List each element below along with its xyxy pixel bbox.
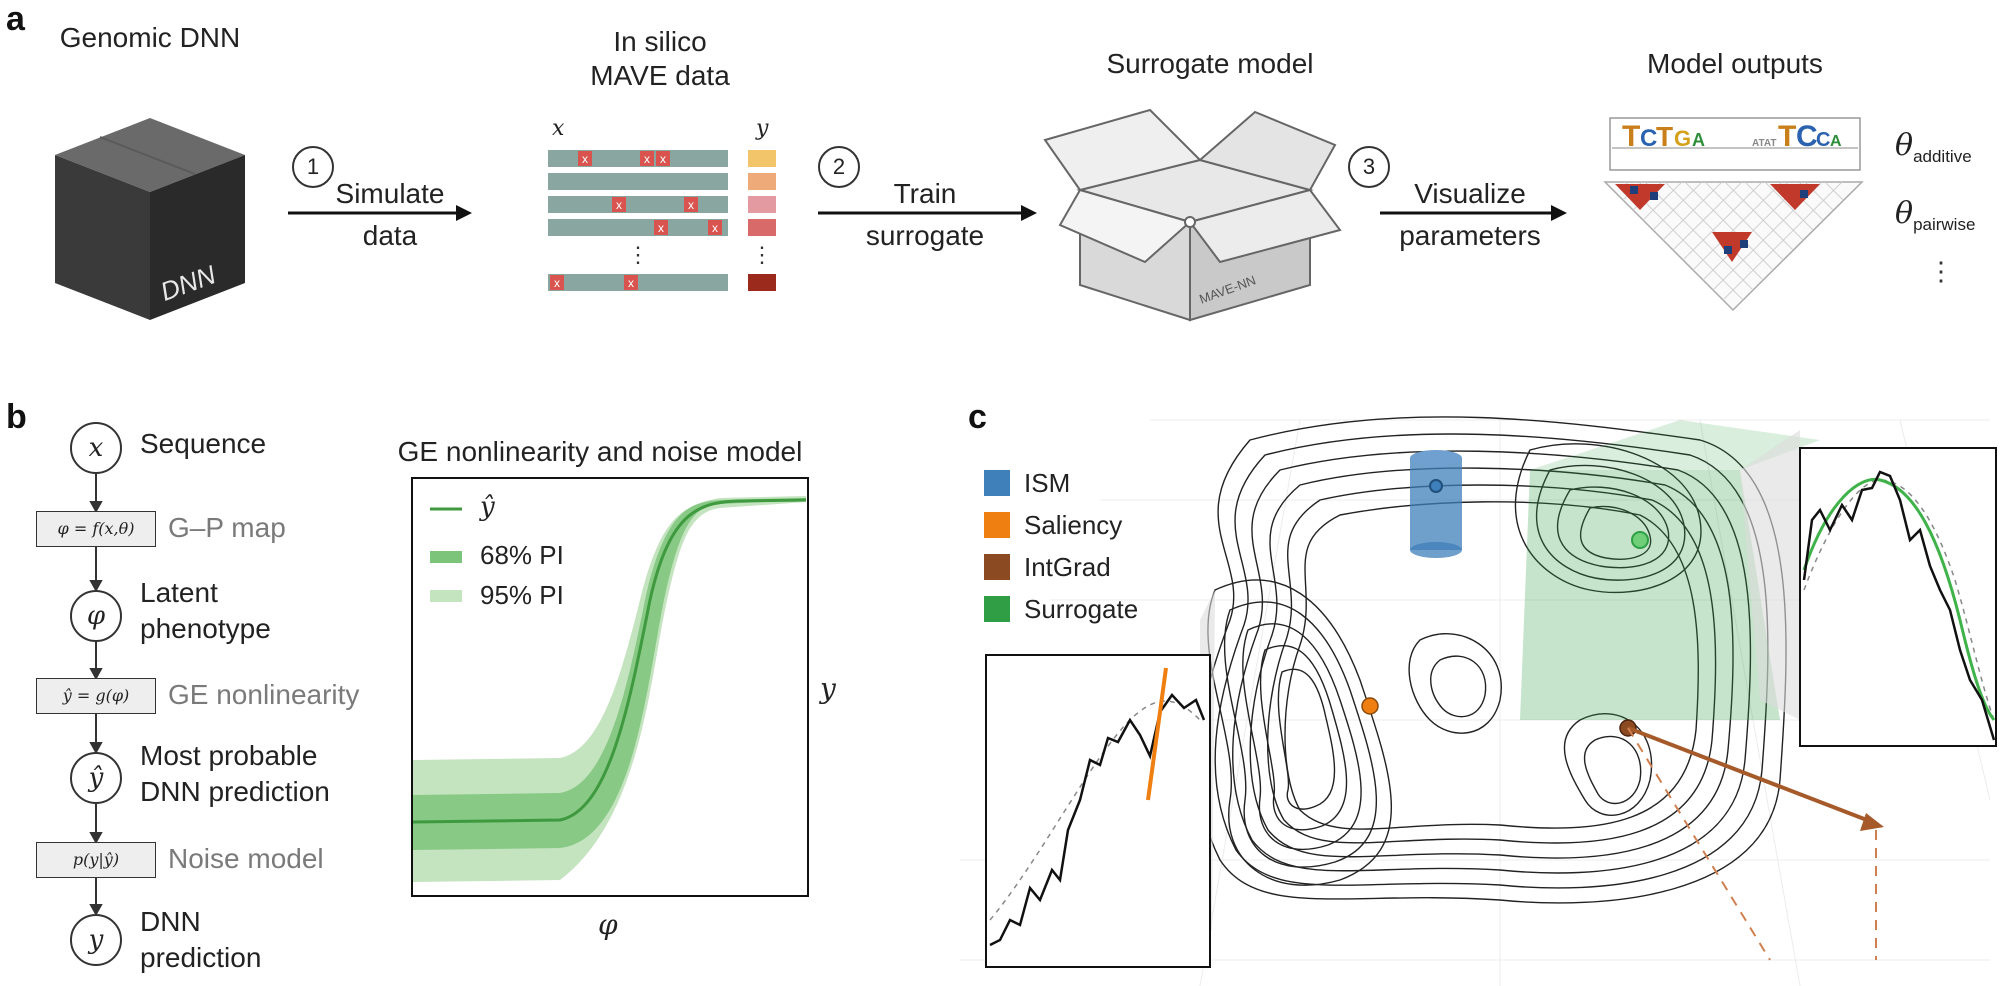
sequence-logo: T C T G A ATAT T C C A (1609, 117, 1861, 171)
flow-box-gp-map: φ = f(x,θ) (36, 511, 156, 547)
ge-xlabel: φ (598, 908, 618, 941)
step-2-line1: Train (893, 178, 957, 209)
flow-node-y: y (70, 914, 122, 966)
legend-68-label: 68% PI (480, 540, 564, 570)
flow-label-probable-1: Most probable (140, 740, 318, 771)
step-1-line1: Simulate (335, 178, 445, 209)
svg-text:x: x (582, 152, 588, 166)
flow-label-latent-1: Latent (140, 577, 218, 608)
arrow-simulate (288, 205, 472, 221)
svg-text:⋮: ⋮ (1928, 256, 1954, 286)
legend-95-swatch (430, 590, 462, 602)
step-1-badge: 1 (292, 146, 334, 188)
svg-text:C: C (1816, 129, 1830, 151)
legend-saliency-swatch (984, 512, 1010, 538)
outputs-title: Model outputs (1647, 48, 1823, 79)
ge-ylabel: y (820, 672, 836, 705)
flow-label-dnn-1: DNN (140, 906, 201, 937)
legend-intgrad-swatch (984, 554, 1010, 580)
ge-chart-title: GE nonlinearity and noise model (397, 436, 803, 467)
mave-title-line2: MAVE data (590, 60, 730, 91)
legend-saliency-label: Saliency (1024, 510, 1123, 540)
mave-x-label: x (552, 116, 565, 141)
intgrad-arrow (1619, 719, 1884, 961)
svg-text:C: C (1796, 120, 1818, 153)
flow-box-ge-nonlinearity: ŷ = g(φ) (36, 678, 156, 714)
mave-title-line1: In silico (613, 26, 707, 57)
flow-label-dnn-2: prediction (140, 942, 262, 973)
panel-c-letter: c (968, 398, 987, 436)
saliency-point (1361, 697, 1379, 715)
flow-label-latent-2: phenotype (140, 613, 271, 644)
legend-surrogate-label: Surrogate (1024, 594, 1139, 624)
surrogate-inset (1799, 447, 1997, 747)
step-3-line2: parameters (1399, 220, 1541, 251)
svg-text:C: C (1640, 125, 1657, 152)
flow-label-gp-map: G–P map (168, 512, 286, 543)
svg-text:x: x (628, 276, 634, 290)
dnn-cube-icon (55, 118, 245, 320)
legend-68-swatch (430, 551, 462, 563)
theta-pairwise-label: θpairwise (1895, 196, 1976, 234)
legend-95-label: 95% PI (480, 580, 564, 610)
svg-text:T: T (1656, 121, 1673, 152)
flow-label-sequence: Sequence (140, 428, 267, 459)
surrogate-title: Surrogate model (1106, 48, 1314, 79)
svg-text:x: x (712, 221, 718, 235)
step-2-line2: surrogate (865, 220, 985, 251)
arrow-train (818, 205, 1037, 221)
step-3-line1: Visualize (1414, 178, 1526, 209)
legend-ism-swatch (984, 470, 1010, 496)
legend-yhat-label: ŷ (480, 492, 495, 522)
flow-label-ge-nonlinearity: GE nonlinearity (168, 679, 360, 710)
flow-box-noise-model: p(y|ŷ) (36, 842, 156, 878)
panel-a-letter: a (6, 0, 25, 38)
svg-text:T: T (1622, 120, 1640, 153)
ge-yhat-line (412, 498, 807, 824)
flow-node-phi: φ (70, 590, 122, 642)
flow-node-sequence: x (70, 422, 122, 474)
pairwise-triangle (1603, 181, 1864, 312)
svg-text:x: x (688, 198, 694, 212)
ge-68pi-band (413, 498, 806, 850)
genomic-dnn-title: Genomic DNN (59, 22, 241, 53)
svg-text:x: x (660, 152, 666, 166)
panel-b-letter: b (6, 398, 27, 436)
svg-text:x: x (554, 276, 560, 290)
step-3-badge: 3 (1348, 146, 1390, 188)
svg-text:⋮: ⋮ (751, 242, 773, 267)
svg-text:x: x (616, 198, 622, 212)
svg-text:A: A (1830, 133, 1842, 150)
svg-text:A: A (1692, 130, 1705, 150)
svg-text:ATAT: ATAT (1752, 138, 1776, 149)
contour-lines (1196, 416, 1787, 904)
step-2-badge: 2 (818, 146, 860, 188)
theta-additive-label: θadditive (1895, 128, 1972, 166)
legend-ism-label: ISM (1024, 468, 1071, 498)
flow-node-yhat: ŷ (70, 752, 122, 804)
surrogate-plane (1520, 420, 1820, 720)
svg-text:⋮: ⋮ (627, 242, 649, 267)
flow-label-probable-2: DNN prediction (140, 776, 330, 807)
arrow-visualize (1380, 205, 1567, 221)
mave-y-label: y (756, 116, 769, 141)
legend-surrogate-swatch (984, 596, 1010, 622)
saliency-inset (985, 654, 1211, 968)
ge-95pi-band (413, 496, 806, 882)
legend-intgrad-label: IntGrad (1024, 552, 1111, 582)
flow-label-noise-model: Noise model (168, 843, 324, 874)
svg-text:G: G (1674, 126, 1691, 151)
surrogate-box-icon (1043, 108, 1342, 322)
svg-text:x: x (658, 221, 664, 235)
svg-text:T: T (1778, 120, 1796, 153)
svg-text:x: x (644, 152, 650, 166)
step-1-line2: data (362, 220, 418, 251)
right-inset-shadow (1740, 430, 1800, 720)
ism-cylinder (1410, 450, 1462, 558)
